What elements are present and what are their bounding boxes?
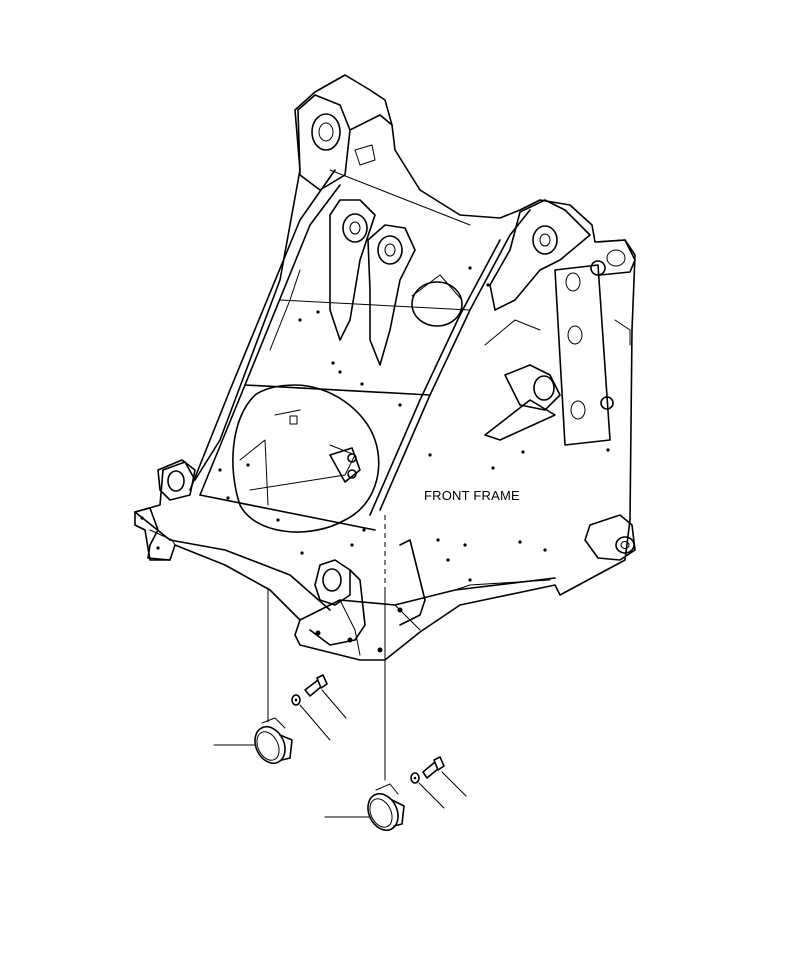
lower-arm-bracket bbox=[309, 539, 426, 646]
front-frame bbox=[134, 74, 636, 661]
leader-lines bbox=[267, 515, 386, 781]
upper-pivot-mount bbox=[297, 94, 393, 191]
washer-1 bbox=[291, 694, 331, 741]
bolt-1 bbox=[304, 674, 347, 719]
front-tip-bracket bbox=[134, 459, 196, 561]
front-frame-label: FRONT FRAME bbox=[424, 488, 520, 503]
rear-hinge bbox=[584, 514, 636, 561]
bolt-holes bbox=[140, 266, 610, 653]
lamp-assembly-2 bbox=[324, 783, 405, 832]
center-lift-brackets bbox=[329, 199, 463, 366]
inspection-opening bbox=[232, 384, 380, 533]
right-arm-bracket bbox=[484, 199, 636, 446]
bolt-2 bbox=[422, 756, 467, 797]
lamp-assembly-1 bbox=[213, 717, 293, 765]
washer-2 bbox=[410, 772, 445, 809]
